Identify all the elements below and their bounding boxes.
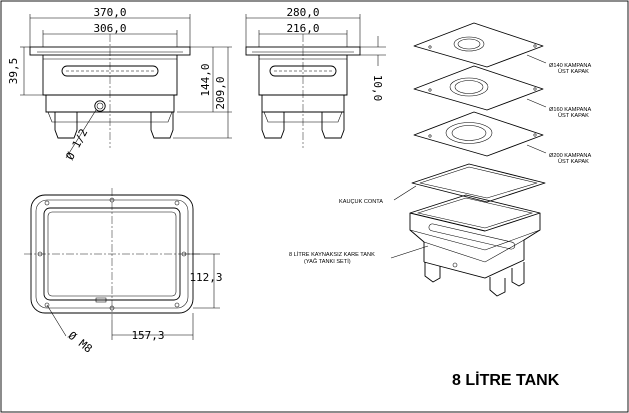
callout-lid-200-line2: ÜST KAPAK (558, 158, 589, 165)
dim-side-inner-width: 216,0 (286, 22, 319, 35)
callout-tank-line2: (YAĞ TANKI SETİ) (304, 258, 351, 265)
drawing-title: 8 LİTRE TANK (452, 371, 560, 389)
callout-tank-line1: 8 LİTRE KAYNAKSIZ KARE TANK (289, 251, 375, 258)
dim-front-overall-width: 370,0 (93, 6, 126, 19)
dim-side-overall-width: 280,0 (286, 6, 319, 19)
callout-lid-140-line1: Ø140 KAMPANA (549, 63, 591, 69)
callout-gasket: KAUÇUK CONTA (339, 199, 383, 205)
dim-side-flange-thickness: 10,0 (371, 75, 384, 102)
lid-160 (413, 65, 547, 111)
callout-lid-140-line2: ÜST KAPAK (558, 68, 589, 75)
lid-140 (413, 22, 547, 68)
dim-bolt-diameter: Ø M8 (66, 329, 95, 356)
callout-lid-160-line1: Ø160 KAMPANA (549, 107, 591, 113)
tank-body-iso (390, 194, 541, 297)
rubber-gasket (393, 163, 546, 203)
dim-front-body-height: 144,0 (199, 63, 212, 96)
lid-200 (413, 111, 547, 157)
dim-front-flange-height: 39,5 (7, 58, 20, 85)
dim-top-half-height: 112,3 (189, 271, 222, 284)
front-view (20, 14, 232, 159)
callout-lid-160-line2: ÜST KAPAK (558, 112, 589, 119)
side-view (245, 14, 386, 148)
dim-port-diameter: Ø 1/2 (63, 127, 90, 162)
callout-lid-200-line1: Ø200 KAMPANA (549, 153, 591, 159)
dim-front-total-height: 209,0 (214, 76, 227, 109)
dim-front-inner-width: 306,0 (93, 22, 126, 35)
dim-top-half-width: 157,3 (131, 329, 164, 342)
top-view (24, 188, 220, 340)
